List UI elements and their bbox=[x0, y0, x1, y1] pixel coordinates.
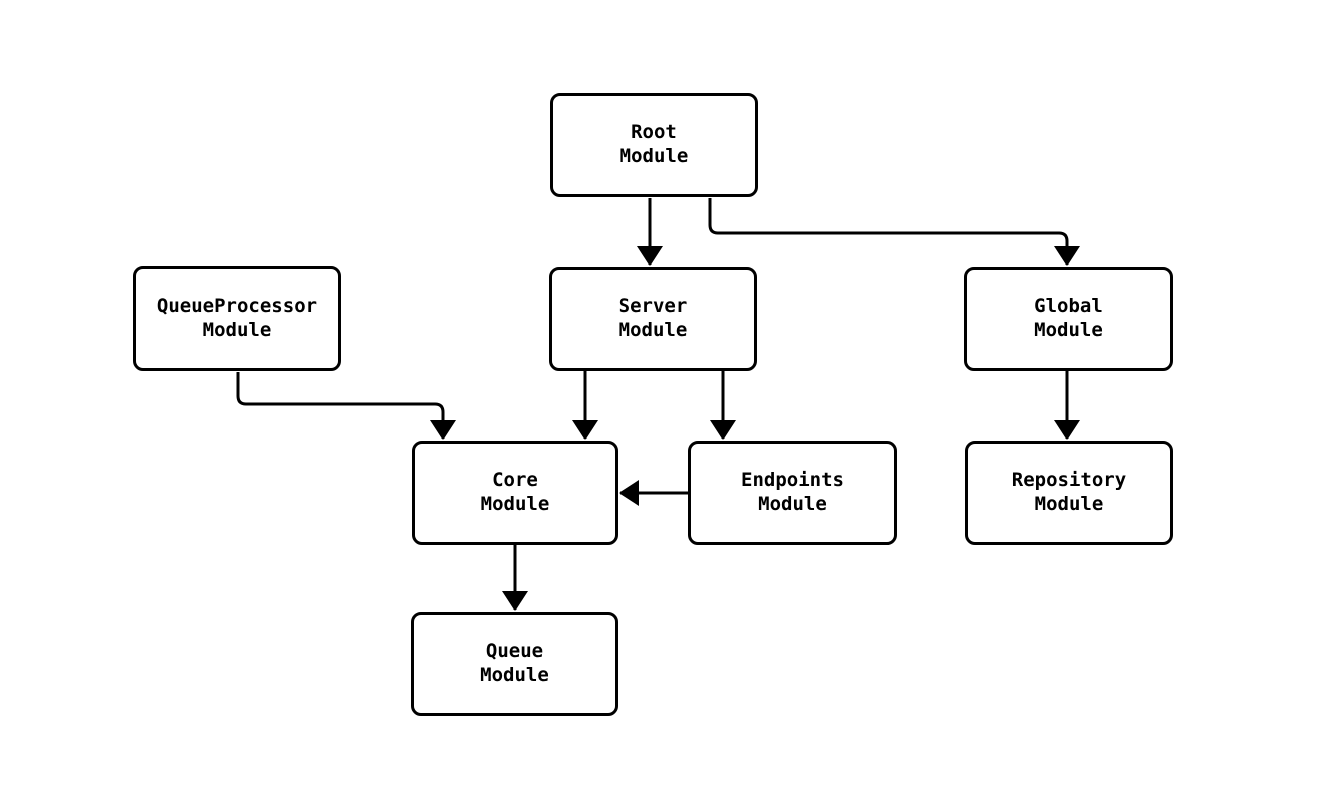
node-endpoints-module-label: Endpoints Module bbox=[741, 469, 844, 515]
node-server-module: Server Module bbox=[549, 267, 757, 371]
node-core-module-label: Core Module bbox=[480, 469, 550, 515]
node-queue-module: Queue Module bbox=[411, 612, 618, 716]
node-queueprocessor-module-label: QueueProcessor Module bbox=[156, 294, 318, 341]
node-repository-module-label: Repository Module bbox=[1011, 469, 1127, 515]
node-global-module: Global Module bbox=[964, 267, 1173, 371]
node-endpoints-module: Endpoints Module bbox=[688, 441, 897, 545]
node-queueprocessor-module: QueueProcessor Module bbox=[133, 266, 341, 371]
node-root-module-label: Root Module bbox=[619, 121, 689, 167]
node-root-module: Root Module bbox=[550, 93, 758, 197]
node-repository-module: Repository Module bbox=[965, 441, 1173, 545]
node-queue-module-label: Queue Module bbox=[480, 640, 549, 686]
edge-queueprocessor-to-core-arrow bbox=[236, 372, 456, 440]
edge-root-to-global-arrow bbox=[708, 198, 1080, 266]
node-server-module-label: Server Module bbox=[618, 295, 688, 341]
node-global-module-label: Global Module bbox=[1034, 295, 1103, 341]
node-core-module: Core Module bbox=[412, 441, 618, 545]
